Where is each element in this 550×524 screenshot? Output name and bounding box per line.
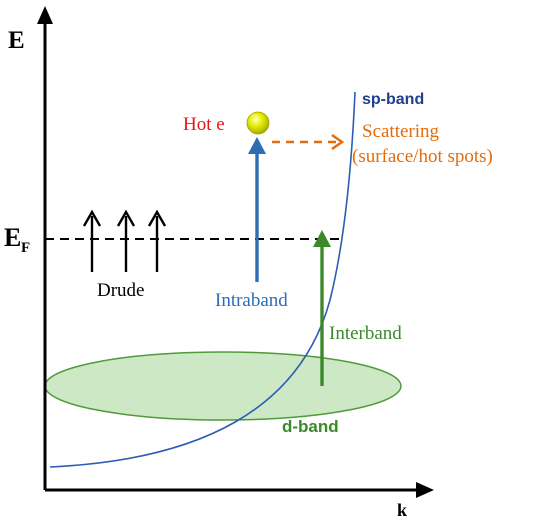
d-band-ellipse bbox=[44, 351, 402, 421]
drude-arrows bbox=[82, 209, 167, 272]
intraband-label: Intraband bbox=[215, 290, 288, 311]
hot-e-label: Hot e bbox=[183, 114, 225, 135]
x-axis-arrowhead bbox=[416, 482, 434, 498]
hot-electron-icon bbox=[246, 111, 270, 135]
interband-label: Interband bbox=[329, 323, 402, 344]
scattering-arrowhead bbox=[331, 133, 345, 151]
scattering-label-line1: Scattering bbox=[362, 121, 440, 142]
drude-label: Drude bbox=[97, 280, 144, 301]
sp-band-label: sp-band bbox=[362, 91, 424, 108]
y-axis-arrowhead bbox=[37, 6, 53, 24]
scattering-label-line2: (surface/hot spots) bbox=[352, 146, 493, 167]
interband-arrowhead bbox=[313, 230, 331, 247]
fermi-level-label: E bbox=[4, 223, 21, 252]
x-axis-label: k bbox=[397, 500, 407, 520]
y-axis-label: E bbox=[8, 27, 25, 54]
intraband-arrowhead bbox=[248, 137, 266, 154]
fermi-level-subscript: F bbox=[21, 240, 30, 256]
d-band-label: d-band bbox=[282, 417, 339, 436]
